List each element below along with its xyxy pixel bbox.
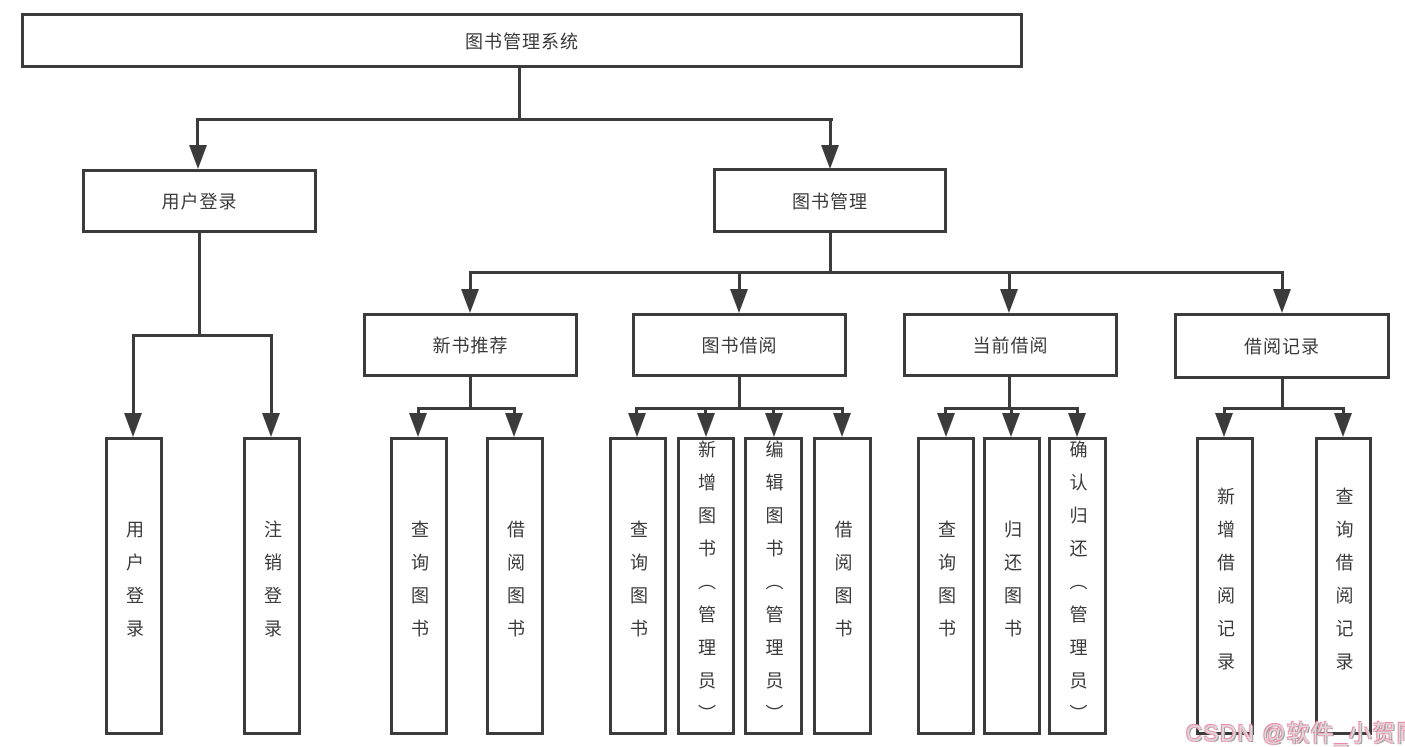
node-leaf-return-books: 归还图书: [983, 437, 1041, 735]
node-library-system-label: 图书管理系统: [465, 31, 579, 52]
connector-bm-drop-1: [469, 271, 472, 291]
arrowhead-to-leaf-logout: [262, 413, 280, 437]
node-leaf-add-borrow-record: 新增借阅记录: [1196, 437, 1254, 735]
node-leaf-query-books-borrowing-label: 查询图书: [628, 520, 648, 652]
connector-root-stub: [518, 68, 521, 120]
connector-user-login-stub: [198, 233, 201, 337]
node-book-management-label: 图书管理: [792, 191, 868, 212]
node-new-book-recommend: 新书推荐: [363, 313, 578, 377]
node-leaf-user-login: 用户登录: [105, 437, 163, 735]
connector-cb-drop-1: [944, 407, 947, 415]
node-borrow-records: 借阅记录: [1174, 313, 1390, 379]
node-book-borrowing-label: 图书借阅: [701, 336, 778, 356]
node-leaf-query-books-borrowing: 查询图书: [609, 437, 667, 735]
connector-br-drop-1: [1223, 407, 1226, 415]
arrowhead-to-new-book-recommend: [461, 289, 479, 313]
node-new-book-recommend-label: 新书推荐: [432, 336, 509, 356]
node-leaf-logout: 注销登录: [243, 437, 301, 735]
connector-borrowing-hline: [635, 407, 844, 410]
connector-root-drop-left: [196, 118, 199, 148]
arrowhead-to-book-management: [821, 145, 839, 169]
node-leaf-borrow-books-recommend-label: 借阅图书: [505, 520, 525, 652]
connector-book-management-stub: [829, 233, 832, 274]
connector-bm-drop-4: [1281, 271, 1284, 291]
connector-bm-drop-2: [738, 271, 741, 291]
arrowhead-to-leaf-query-books-borrowing: [628, 413, 646, 437]
connector-bb-drop-3: [772, 407, 775, 415]
node-leaf-query-books-current-label: 查询图书: [936, 520, 956, 652]
arrowhead-to-borrow-records: [1273, 289, 1291, 313]
node-leaf-confirm-return-admin: 确认归还（管理员）: [1048, 437, 1107, 737]
node-leaf-query-books-current: 查询图书: [917, 437, 975, 735]
connector-user-login-hline: [132, 334, 273, 337]
node-leaf-query-books-recommend-label: 查询图书: [409, 520, 429, 652]
arrowhead-to-leaf-add-books-admin: [697, 413, 715, 437]
node-user-login: 用户登录: [82, 169, 317, 233]
arrowhead-to-current-borrowing: [1000, 289, 1018, 313]
connector-nb-drop-2: [513, 407, 516, 415]
connector-bb-drop-4: [841, 407, 844, 415]
arrowhead-to-leaf-query-books-recommend: [409, 413, 427, 437]
node-leaf-edit-books-admin-label: 编辑图书（管理员）: [763, 440, 784, 737]
node-leaf-return-books-label: 归还图书: [1002, 520, 1022, 652]
csdn-watermark: CSDN @软件_小贺同学: [1186, 720, 1405, 746]
node-leaf-query-books-recommend: 查询图书: [390, 437, 448, 735]
node-book-management: 图书管理: [713, 168, 947, 233]
node-user-login-label: 用户登录: [161, 192, 238, 212]
arrowhead-to-leaf-query-borrow-record: [1334, 413, 1352, 437]
arrowhead-to-leaf-return-books: [1002, 413, 1020, 437]
connector-br-drop-2: [1342, 407, 1345, 415]
connector-bb-drop-2: [704, 407, 707, 415]
node-current-borrowing: 当前借阅: [903, 313, 1118, 377]
connector-new-book-hline: [417, 407, 516, 410]
arrowhead-to-leaf-confirm-return: [1068, 413, 1086, 437]
connector-bm-drop-3: [1008, 271, 1011, 291]
node-current-borrowing-label: 当前借阅: [972, 336, 1049, 356]
connector-cb-drop-2: [1010, 407, 1013, 415]
connector-records-stub: [1281, 379, 1284, 409]
node-leaf-borrow-books-label: 借阅图书: [832, 520, 853, 652]
connector-book-management-hline: [469, 271, 1284, 274]
node-leaf-query-borrow-record-label: 查询借阅记录: [1333, 487, 1354, 685]
connector-borrowing-stub: [738, 377, 741, 409]
arrowhead-to-leaf-query-books-current: [937, 413, 955, 437]
arrowhead-to-leaf-borrow-books: [833, 413, 851, 437]
connector-cb-drop-3: [1076, 407, 1079, 415]
node-leaf-add-books-admin-label: 新增图书（管理员）: [696, 440, 716, 737]
connector-records-hline: [1223, 407, 1345, 410]
connector-new-book-stub: [469, 377, 472, 409]
node-leaf-add-books-admin: 新增图书（管理员）: [677, 437, 735, 737]
node-borrow-records-label: 借阅记录: [1244, 337, 1320, 357]
arrowhead-to-leaf-edit-books-admin: [765, 413, 783, 437]
connector-root-hline: [196, 118, 833, 121]
node-leaf-user-login-label: 用户登录: [124, 520, 144, 652]
node-book-borrowing: 图书借阅: [632, 313, 847, 377]
node-leaf-logout-label: 注销登录: [262, 520, 282, 652]
connector-nb-drop-1: [417, 407, 420, 415]
arrowhead-to-user-login: [189, 145, 207, 169]
arrowhead-to-leaf-user-login: [124, 413, 142, 437]
node-leaf-confirm-return-admin-label: 确认归还（管理员）: [1067, 440, 1088, 737]
connector-user-login-drop-2: [270, 334, 273, 416]
connector-current-stub: [1008, 377, 1011, 409]
node-leaf-add-borrow-record-label: 新增借阅记录: [1215, 487, 1235, 685]
arrowhead-to-book-borrowing: [730, 289, 748, 313]
arrowhead-to-leaf-add-borrow-record: [1215, 413, 1233, 437]
node-leaf-borrow-books-recommend: 借阅图书: [486, 437, 544, 735]
node-leaf-query-borrow-record: 查询借阅记录: [1315, 437, 1372, 735]
node-library-system: 图书管理系统: [21, 13, 1023, 68]
node-leaf-borrow-books: 借阅图书: [813, 437, 872, 735]
connector-root-drop-right: [829, 118, 832, 148]
arrowhead-to-leaf-borrow-books-recommend: [505, 413, 523, 437]
connector-user-login-drop-1: [132, 334, 135, 416]
node-leaf-edit-books-admin: 编辑图书（管理员）: [744, 437, 803, 737]
connector-bb-drop-1: [635, 407, 638, 415]
